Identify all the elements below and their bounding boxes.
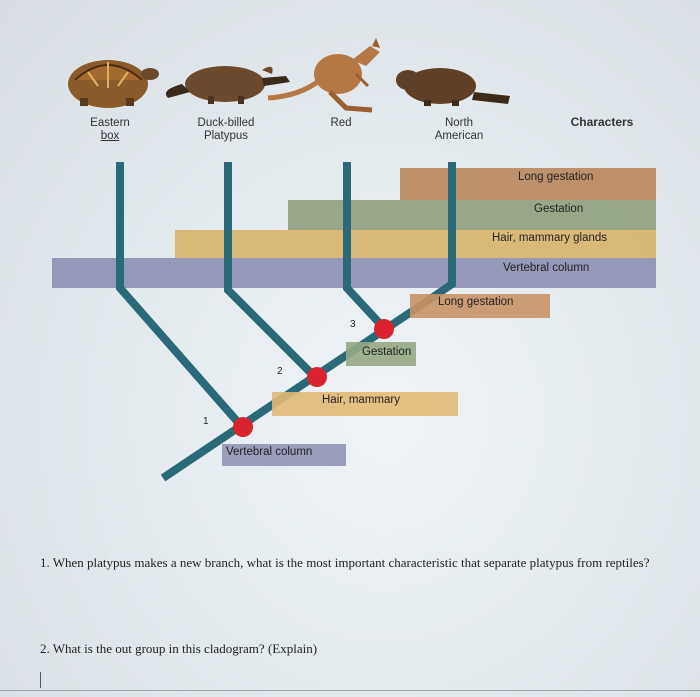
box-turtle-icon xyxy=(68,60,159,108)
taxon-label-kangaroo: Red xyxy=(321,117,361,130)
kangaroo-branch xyxy=(343,162,387,331)
node-marker-3 xyxy=(374,319,394,339)
taxon-label-line2: Platypus xyxy=(203,130,249,142)
platypus-icon xyxy=(165,66,290,104)
character-bar-label: Vertebral column xyxy=(503,262,590,274)
turtle-branch xyxy=(116,162,247,431)
animal-icons xyxy=(68,38,510,113)
character-bar-hair xyxy=(175,230,656,258)
node-number: 1 xyxy=(203,416,209,427)
taxon-label-line2: box xyxy=(100,130,120,142)
node-marker-2 xyxy=(307,367,327,387)
taxon-label-platypus: Duck-billed Platypus xyxy=(186,117,266,143)
trunk-label-text: Long gestation xyxy=(438,296,514,308)
question-2: 2. What is the out group in this cladogr… xyxy=(40,641,318,656)
taxon-label-line1: Red xyxy=(330,117,352,129)
node-number: 2 xyxy=(277,366,283,377)
trunk-label-vertebral xyxy=(222,444,346,466)
kangaroo-icon xyxy=(267,38,380,113)
character-bar-label: Gestation xyxy=(534,203,584,215)
trunk-label-hair xyxy=(272,392,458,416)
trunk-label-text: Gestation xyxy=(362,346,412,358)
character-bar-label: Long gestation xyxy=(518,171,594,183)
character-bar-long-gestation xyxy=(400,168,656,200)
character-bar-vertebral xyxy=(52,258,656,288)
taxon-label-line1: Duck-billed xyxy=(197,117,255,129)
character-bar-label: Hair, mammary glands xyxy=(492,232,608,244)
answer-area-border xyxy=(0,690,700,691)
trunk-label-text: Vertebral column xyxy=(226,446,313,458)
beaver-icon xyxy=(396,68,510,106)
trunk-label-text: Hair, mammary xyxy=(322,394,400,406)
characters-heading: Characters xyxy=(570,115,634,129)
platypus-branch xyxy=(224,162,319,381)
beaver-branch xyxy=(417,162,456,310)
node-number: 3 xyxy=(350,319,356,330)
trunk-label-long-gestation xyxy=(410,294,550,318)
taxon-label-line1: Eastern xyxy=(90,117,130,129)
trunk-label-gestation xyxy=(346,342,416,366)
node-marker-1 xyxy=(233,417,253,437)
question-1: 1. When platypus makes a new branch, wha… xyxy=(40,555,650,570)
taxon-label-line1: North xyxy=(444,117,474,129)
taxon-label-turtle: Eastern box xyxy=(80,117,140,143)
text-cursor[interactable] xyxy=(40,672,41,688)
taxon-label-line2: American xyxy=(434,130,484,142)
taxon-label-beaver: North American xyxy=(424,117,494,143)
